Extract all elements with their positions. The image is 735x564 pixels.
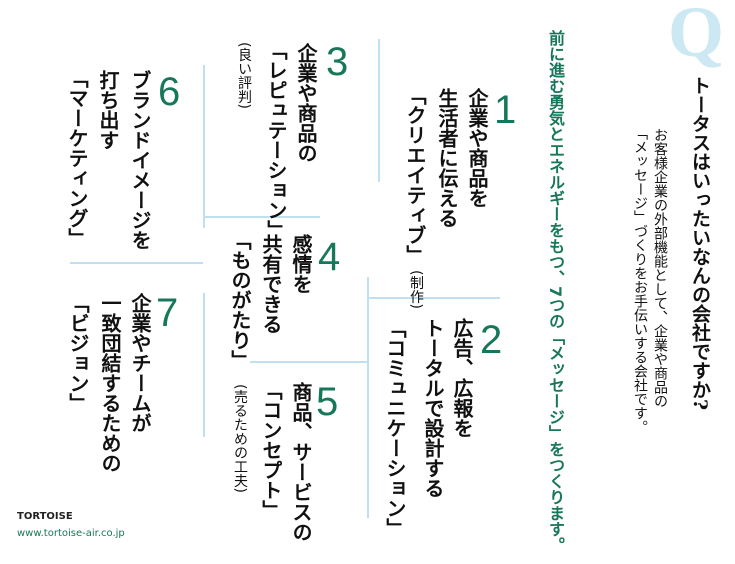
company-logo: TORTOISE xyxy=(17,511,73,522)
divider xyxy=(203,65,205,228)
item-number: 2 xyxy=(480,318,503,362)
item-line: 「レピュテーション」 xyxy=(264,40,288,240)
item-line: 共有できる xyxy=(259,234,283,334)
divider xyxy=(203,293,205,437)
item-line: 感情を xyxy=(289,234,313,294)
q-mark: Q xyxy=(668,0,725,72)
item-line: 「ものがたり」 xyxy=(228,230,252,370)
headline: 前に進む勇気とエネルギーをもつ、7つの「メッセージ」をつくります。 xyxy=(546,30,565,554)
item-line: 企業や商品を xyxy=(465,88,489,208)
item-number: 5 xyxy=(316,380,339,424)
page-title: トータスはいったいなんの会社ですか? xyxy=(689,76,711,411)
item-line: 打ち出す xyxy=(96,70,120,150)
divider xyxy=(378,39,380,182)
item-line: 企業やチームが xyxy=(128,293,152,433)
item-line: 企業や商品の xyxy=(294,43,318,163)
divider xyxy=(250,361,367,363)
divider xyxy=(367,277,369,518)
divider xyxy=(203,216,320,218)
item-number: 7 xyxy=(156,291,179,335)
item-line: 「コミュニケーション」 xyxy=(383,318,407,538)
item-note: (売るための工夫) xyxy=(232,384,248,493)
item-line: 広告、広報を xyxy=(450,318,474,438)
divider xyxy=(70,262,203,264)
item-line: 「ビジョン」 xyxy=(66,293,90,413)
item-number: 1 xyxy=(494,88,517,132)
item-number: 3 xyxy=(326,40,349,84)
item-note: (制作) xyxy=(408,270,424,309)
item-note: (良い評判) xyxy=(236,42,252,109)
item-line: 「コンセプト」 xyxy=(259,380,283,520)
item-number: 6 xyxy=(158,70,181,114)
item-line: 「マーケティング」 xyxy=(65,68,89,248)
divider xyxy=(367,297,500,299)
item-number: 4 xyxy=(318,235,341,279)
item-line: 「クリエイティブ」 xyxy=(403,85,427,265)
item-line: ブランドイメージを xyxy=(128,70,152,250)
item-line: トータルで設計する xyxy=(421,318,445,498)
item-line: 一致団結するための xyxy=(98,293,122,473)
item-line: 商品、サービスの xyxy=(289,382,313,542)
item-line: 生活者に伝える xyxy=(435,88,459,228)
intro-line-2: 「メッセージ」づくりをお手伝いする会社です。 xyxy=(632,126,648,434)
website-link[interactable]: www.tortoise-air.co.jp xyxy=(17,528,125,539)
intro-line-1: お客様企業の外部機能として、企業や商品の xyxy=(652,128,668,408)
